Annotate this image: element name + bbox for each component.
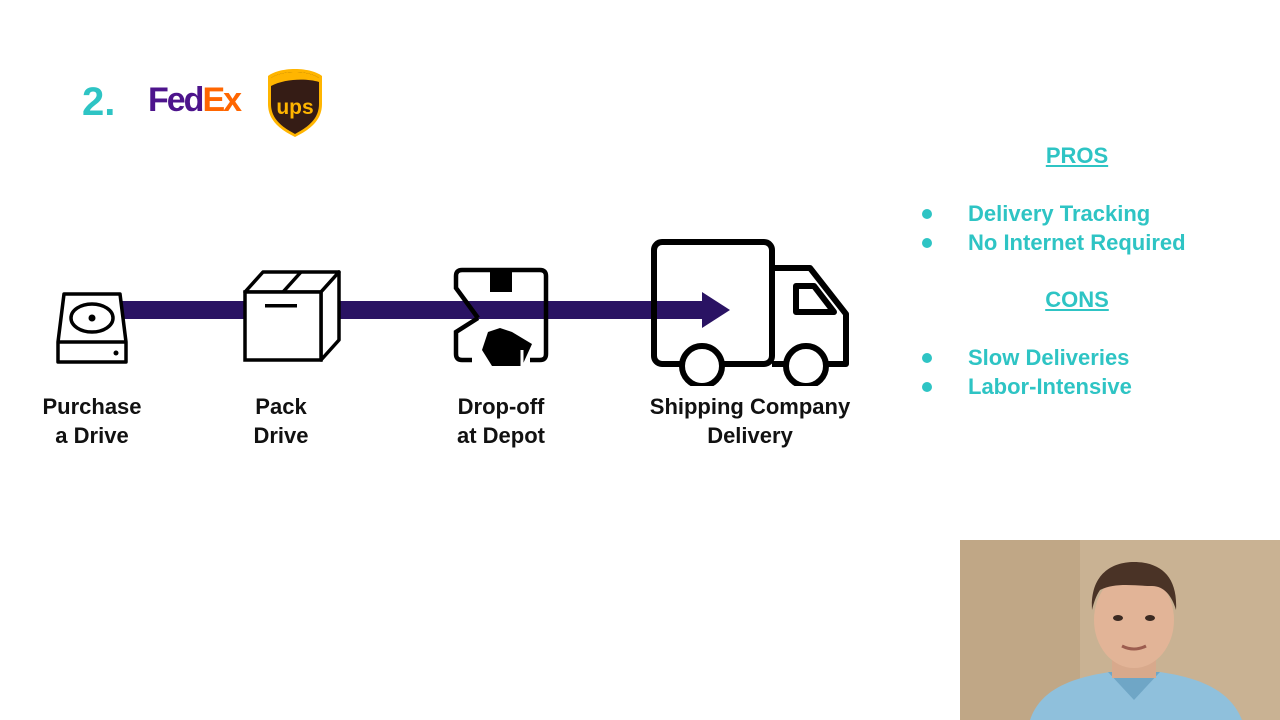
fedex-logo-ex: Ex [202,81,242,119]
pros-item: No Internet Required [910,228,1250,257]
flow-arrow [110,292,730,328]
cons-heading: CONS [1045,287,1109,312]
bullet-icon [922,382,932,392]
cons-item-text: Slow Deliveries [968,345,1130,370]
pros-list: Delivery Tracking No Internet Required [910,199,1250,257]
truck-icon [651,239,849,386]
bullet-icon [922,209,932,219]
step-shipping-line1: Shipping Company [649,394,851,419]
slide-number: 2. [82,80,116,124]
cons-list: Slow Deliveries Labor-Intensive [910,343,1250,401]
fedex-logo-fed: Fed [148,81,204,119]
step-shipping-label: Shipping Company Delivery [640,392,860,450]
ups-logo: ups [268,69,322,137]
cons-item: Labor-Intensive [910,372,1250,401]
bullet-icon [922,353,932,363]
cons-item: Slow Deliveries [910,343,1250,372]
pros-item: Delivery Tracking [910,199,1250,228]
step-dropoff-label: Drop-off at Depot [391,392,611,450]
step-pack-label: Pack Drive [171,392,391,450]
fedex-logo: FedEx [148,80,242,120]
step-pack-line2: Drive [253,423,309,448]
step-purchase-line1: Purchase [42,394,142,419]
step-dropoff-line2: at Depot [457,423,545,448]
box-icon [243,270,341,362]
step-shipping-line2: Delivery [707,423,793,448]
step-dropoff-line1: Drop-off [457,394,545,419]
step-pack-line1: Pack [255,394,307,419]
ups-logo-text: ups [276,96,313,119]
hard-drive-icon [56,292,128,364]
presenter-image [960,540,1280,720]
pros-item-text: Delivery Tracking [968,201,1151,226]
step-purchase-label: Purchase a Drive [0,392,202,450]
cons-item-text: Labor-Intensive [968,374,1132,399]
bullet-icon [922,238,932,248]
pros-cons-panel: PROS Delivery Tracking No Internet Requi… [910,140,1250,401]
pros-item-text: No Internet Required [968,230,1186,255]
step-purchase-line2: a Drive [55,423,129,448]
pros-heading: PROS [1045,143,1109,168]
presenter-webcam [960,540,1280,720]
depot-icon [453,267,549,366]
